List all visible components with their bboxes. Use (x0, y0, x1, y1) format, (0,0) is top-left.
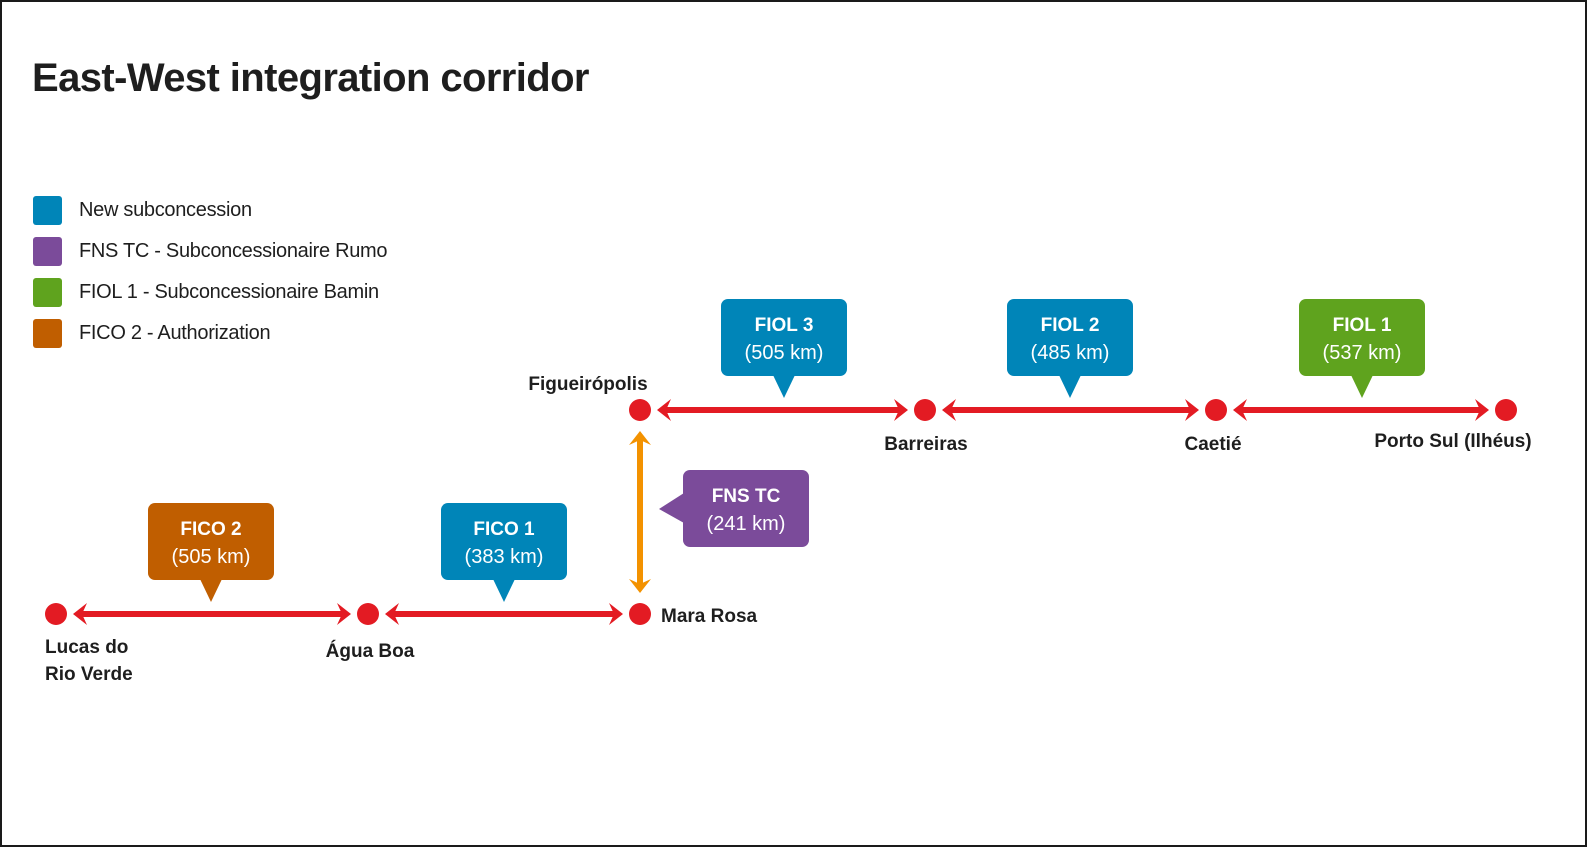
legend-label: FNS TC - Subconcessionaire Rumo (79, 240, 388, 262)
segment-fiol2 (942, 399, 1199, 421)
segment-name: FIOL 3 (755, 315, 814, 336)
legend-item-fiol1: FIOL 1 - Subconcessionaire Bamin (33, 278, 387, 307)
segment-length: (383 km) (465, 546, 544, 568)
callout-pointer (1351, 375, 1373, 398)
segment-fiol1 (1233, 399, 1489, 421)
legend-label: FIOL 1 - Subconcessionaire Bamin (79, 281, 379, 303)
segment-name: FIOL 2 (1041, 315, 1100, 336)
callout-box (683, 470, 809, 547)
segment-length: (505 km) (172, 546, 251, 568)
segment-length: (537 km) (1323, 342, 1402, 364)
arrowhead-right-icon (1185, 399, 1199, 421)
legend-label: New subconcession (79, 199, 252, 221)
arrowhead-left-icon (942, 399, 956, 421)
arrowhead-right-icon (894, 399, 908, 421)
station-label-line: Caetié (1184, 434, 1241, 455)
segment-fnstc (629, 431, 651, 593)
segment-name: FICO 1 (473, 519, 535, 540)
legend-swatch-fiol1 (33, 278, 62, 307)
callout-fiol1: FIOL 1 (537 km) (1299, 299, 1425, 398)
legend-item-fico2: FICO 2 - Authorization (33, 319, 387, 348)
segment-name: FIOL 1 (1333, 315, 1392, 336)
segment-fiol3 (657, 399, 908, 421)
arrowhead-right-icon (1475, 399, 1489, 421)
arrowhead-right-icon (609, 603, 623, 625)
legend-swatch-fns-tc (33, 237, 62, 266)
segment-name: FICO 2 (180, 519, 241, 540)
station-label-porto_sul: Porto Sul (Ilhéus) (1374, 431, 1531, 452)
segment-fico1 (385, 603, 623, 625)
callout-box (441, 503, 567, 580)
station-label-line: Mara Rosa (661, 606, 758, 627)
station-label-line: Figueirópolis (528, 374, 647, 395)
callout-pointer (1059, 375, 1081, 398)
legend-swatch-fico2 (33, 319, 62, 348)
arrowhead-up-icon (629, 431, 651, 445)
station-dot-figueiropolis (629, 399, 651, 421)
station-labels: Lucas do Rio Verde Água Boa Mara Rosa Figuei… (45, 374, 1532, 685)
segment-fico2 (73, 603, 351, 625)
callout-pointer (200, 579, 222, 602)
station-label-mara_rosa: Mara Rosa (661, 606, 758, 627)
legend-item-fns-tc: FNS TC - Subconcessionaire Rumo (33, 237, 388, 266)
arrowhead-right-icon (337, 603, 351, 625)
callout-box (1299, 299, 1425, 376)
station-dot-porto_sul (1495, 399, 1517, 421)
arrowhead-left-icon (385, 603, 399, 625)
legend: New subconcession FNS TC - Subconcession… (33, 196, 388, 360)
station-label-line: Porto Sul (Ilhéus) (1374, 431, 1531, 452)
callout-box (1007, 299, 1133, 376)
arrowhead-left-icon (73, 603, 87, 625)
station-label-line: Água Boa (326, 640, 415, 662)
station-dot-lucas (45, 603, 67, 625)
legend-item-new-subconcession: New subconcession (33, 196, 387, 225)
station-label-line: Rio Verde (45, 664, 133, 685)
arrowhead-down-icon (629, 579, 651, 593)
callout-fico1: FICO 1 (383 km) (441, 503, 567, 602)
page-title: East-West integration corridor (32, 56, 590, 100)
station-label-figueiropolis: Figueirópolis (528, 374, 647, 395)
callout-fnstc: FNS TC (241 km) (659, 470, 809, 547)
legend-swatch-new-subconcession (33, 196, 62, 225)
callout-pointer (773, 375, 795, 398)
arrowhead-left-icon (1233, 399, 1247, 421)
arrowhead-left-icon (657, 399, 671, 421)
station-label-line: Lucas do (45, 637, 128, 658)
callout-pointer (493, 579, 515, 602)
callout-box (721, 299, 847, 376)
legend-label: FICO 2 - Authorization (79, 322, 271, 344)
segment-name: FNS TC (712, 486, 781, 507)
segment-length: (505 km) (745, 342, 824, 364)
callout-fico2: FICO 2 (505 km) (148, 503, 274, 602)
callout-fiol3: FIOL 3 (505 km) (721, 299, 847, 398)
callout-pointer (659, 493, 684, 523)
rail-lines (73, 399, 1489, 625)
station-label-barreiras: Barreiras (884, 434, 967, 455)
stations (45, 399, 1517, 625)
segment-length: (485 km) (1031, 342, 1110, 364)
station-label-line: Barreiras (884, 434, 967, 455)
callout-fiol2: FIOL 2 (485 km) (1007, 299, 1133, 398)
callout-box (148, 503, 274, 580)
station-label-caetite: Caetié (1184, 434, 1241, 455)
station-dot-caetite (1205, 399, 1227, 421)
station-dot-agua_boa (357, 603, 379, 625)
station-dot-barreiras (914, 399, 936, 421)
segment-length: (241 km) (707, 513, 786, 535)
segment-callouts: FICO 2 (505 km) FICO 1 (383 km) FNS TC (241 k… (148, 299, 1425, 602)
station-label-lucas: Lucas do Rio Verde (45, 637, 133, 685)
station-dot-mara_rosa (629, 603, 651, 625)
station-label-agua_boa: Água Boa (326, 640, 415, 662)
